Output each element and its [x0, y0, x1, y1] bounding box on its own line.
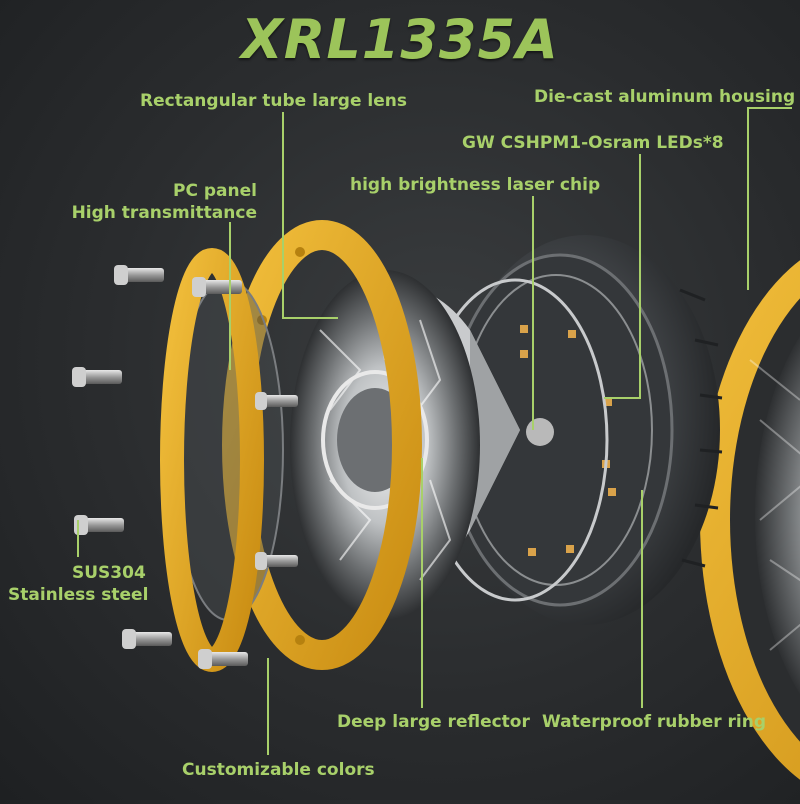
- assembled-lamp-right: [700, 260, 800, 780]
- label-leds: GW CSHPM1-Osram LEDs*8: [462, 133, 724, 153]
- label-laser: high brightness laser chip: [350, 175, 601, 195]
- label-sus304-line1: SUS304: [72, 563, 146, 583]
- label-pc-panel-line1: PC panel: [173, 181, 257, 201]
- label-lens: Rectangular tube large lens: [140, 91, 407, 111]
- product-title: XRL1335A: [241, 8, 559, 71]
- label-sus304-line2: Stainless steel: [8, 585, 149, 605]
- label-rubber-ring: Waterproof rubber ring: [542, 712, 767, 732]
- label-reflector: Deep large reflector: [337, 712, 530, 732]
- label-housing: Die-cast aluminum housing: [534, 87, 796, 107]
- label-sus304: SUS304 Stainless steel: [8, 562, 148, 606]
- leader-lines: [77, 107, 792, 755]
- label-pc-panel: PC panel High transmittance: [60, 180, 257, 224]
- label-pc-panel-line2: High transmittance: [71, 203, 257, 223]
- label-colors: Customizable colors: [182, 760, 375, 780]
- die-cast-housing: [446, 235, 723, 625]
